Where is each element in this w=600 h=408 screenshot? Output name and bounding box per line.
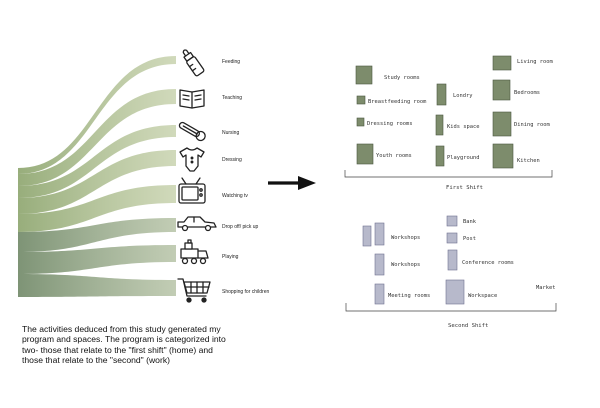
- activity-label-watching-tv: Watching tv: [222, 193, 248, 199]
- room-dressing: [356, 117, 365, 127]
- baby-bottle-icon: [182, 49, 205, 77]
- television-icon: [178, 177, 206, 204]
- toy-train-icon: [180, 239, 209, 265]
- shopping-cart-icon: [177, 278, 211, 303]
- room-workshops-2: [374, 253, 385, 276]
- room-label-playground: Playground: [447, 155, 479, 161]
- room-label-youth: Youth rooms: [376, 153, 412, 159]
- room-breastfeeding: [356, 95, 366, 105]
- thermometer-icon: [178, 121, 206, 142]
- room-label-conference: Conference rooms: [462, 260, 514, 266]
- flow-feeding: [18, 56, 176, 174]
- room-label-bank: Bank: [463, 219, 477, 225]
- activity-label-playing: Playing: [222, 254, 239, 260]
- room-living: [492, 55, 512, 71]
- room-meeting: [374, 283, 385, 305]
- room-label-study: Study rooms: [384, 75, 420, 81]
- activity-label-dressing: Dressing: [222, 157, 242, 163]
- second-shift-rooms: [362, 215, 465, 305]
- flow-nursing: [18, 125, 176, 198]
- first-shift-bracket: [344, 170, 553, 178]
- room-workshops-1a: [362, 225, 372, 247]
- second-shift-bracket: [345, 303, 557, 312]
- activity-labels: Feeding Teaching Nursing Dressing Watchi…: [222, 59, 269, 295]
- room-bedrooms: [492, 79, 511, 101]
- room-kids-space: [435, 114, 444, 136]
- activity-label-nursing: Nursing: [222, 130, 239, 136]
- open-book-icon: [179, 89, 205, 109]
- room-workspace: [445, 279, 465, 305]
- flow-watching-tv: [18, 185, 176, 232]
- room-conference: [447, 249, 458, 271]
- activity-flows: [18, 56, 176, 297]
- flow-playing: [18, 245, 176, 274]
- room-label-dressing: Dressing rooms: [367, 121, 412, 127]
- room-label-londry: Londry: [453, 93, 473, 99]
- room-label-workshops-2: Workshops: [391, 262, 420, 268]
- room-label-bedrooms: Bedrooms: [514, 90, 540, 96]
- program-description: The activities deduced from this study g…: [22, 324, 226, 366]
- room-londry: [436, 83, 447, 106]
- room-dining: [492, 111, 512, 137]
- activity-icons: [177, 49, 217, 303]
- second-shift-block: Workshops Workshops Meeting rooms Bank P…: [345, 215, 557, 329]
- room-label-workshops-1: Workshops: [391, 235, 420, 241]
- room-bank: [446, 215, 458, 227]
- activity-label-shopping: Shopping for children: [222, 289, 269, 295]
- activity-label-feeding: Feeding: [222, 59, 240, 65]
- room-label-market: Market: [536, 285, 555, 291]
- arrow-right-icon: [268, 176, 316, 190]
- room-label-kids-space: Kids space: [447, 124, 479, 130]
- room-workshops-1b: [374, 222, 385, 246]
- room-label-living: Living room: [517, 59, 553, 65]
- room-youth: [356, 143, 374, 165]
- activity-label-drop-off: Drop off/ pick up: [222, 224, 259, 230]
- room-study-rooms: [355, 65, 373, 85]
- car-icon: [177, 216, 217, 232]
- room-label-kitchen: Kitchen: [517, 158, 540, 164]
- flow-shopping: [18, 274, 176, 297]
- activity-label-teaching: Teaching: [222, 95, 242, 101]
- room-label-post: Post: [463, 236, 476, 242]
- first-shift-rooms: [355, 55, 514, 169]
- room-label-breastfeeding: Breastfeeding room: [368, 99, 426, 105]
- first-shift-block: Study rooms Breastfeeding room Dressing …: [344, 55, 553, 191]
- room-playground: [435, 145, 445, 167]
- room-label-workspace: Workspace: [468, 293, 497, 299]
- room-post: [446, 232, 458, 244]
- room-kitchen: [492, 143, 514, 169]
- flow-dressing: [18, 150, 176, 214]
- onesie-icon: [179, 147, 205, 172]
- first-shift-label: First Shift: [446, 185, 483, 191]
- room-label-dining: Dining room: [514, 122, 550, 128]
- flow-drop-off: [18, 218, 176, 252]
- room-label-meeting: Meeting rooms: [388, 293, 430, 299]
- second-shift-label: Second Shift: [448, 323, 488, 329]
- flow-teaching: [18, 89, 176, 186]
